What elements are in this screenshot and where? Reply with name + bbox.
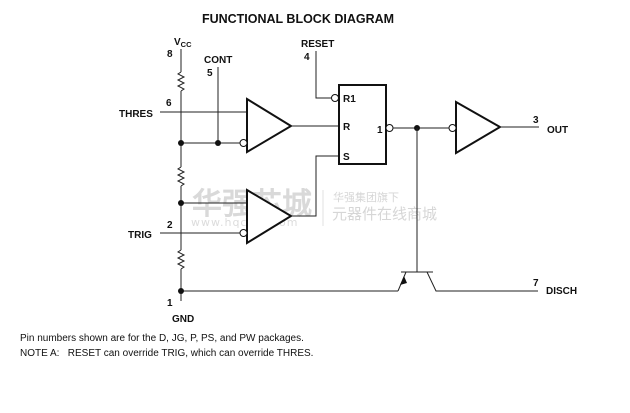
ff-input-r: R	[343, 122, 351, 133]
disch-label: DISCH	[546, 286, 577, 297]
gnd-pin-number: 1	[167, 298, 173, 309]
cont-pin-number: 5	[207, 68, 213, 79]
thres-pin-number: 6	[166, 98, 172, 109]
cont-label: CONT	[204, 55, 232, 66]
inversion-bubble	[239, 139, 248, 147]
package-note: Pin numbers shown are for the D, JG, P, …	[20, 333, 304, 344]
watermark-tagline: 华强集团旗下	[333, 190, 399, 204]
inversion-bubble	[385, 124, 394, 132]
inversion-bubble	[331, 94, 339, 102]
emitter-arrow-icon	[400, 276, 407, 285]
trig-pin-number: 2	[167, 220, 173, 231]
ff-output-label: 1	[377, 125, 383, 136]
disch-pin-number: 7	[533, 278, 539, 289]
ff-input-s: S	[343, 152, 350, 163]
watermark: 华强芯城 www.hqchip.com 华强集团旗下 元器件在线商城	[191, 187, 437, 229]
resistor-top	[176, 71, 186, 92]
reset-label: RESET	[301, 39, 334, 50]
thres-label: THRES	[119, 109, 153, 120]
trigger-comparator	[239, 188, 293, 245]
out-label: OUT	[547, 125, 568, 136]
threshold-comparator	[239, 97, 293, 154]
reset-pin-number: 4	[304, 52, 310, 63]
vcc-pin-number: 8	[167, 49, 173, 60]
out-pin-number: 3	[533, 115, 539, 126]
vcc-label: VCC	[174, 37, 192, 49]
resistor-bottom	[176, 249, 186, 270]
output-buffer	[448, 100, 502, 155]
junction-dot	[178, 200, 184, 206]
note-a: NOTE A: RESET can override TRIG, which c…	[20, 348, 313, 359]
resistor-divider	[176, 49, 186, 301]
discharge-transistor	[397, 271, 538, 292]
inversion-bubble	[448, 124, 457, 132]
watermark-subtitle: 元器件在线商城	[332, 205, 437, 223]
inversion-bubble	[239, 229, 248, 237]
flip-flop: R1 R S 1	[331, 84, 394, 165]
ff-input-r1: R1	[343, 94, 356, 105]
junction-dot	[178, 140, 184, 146]
junction-dot	[215, 140, 221, 146]
trig-label: TRIG	[128, 230, 152, 241]
junction-dot	[178, 288, 184, 294]
gnd-label: GND	[172, 314, 194, 325]
resistor-middle	[176, 166, 186, 187]
diagram-title: FUNCTIONAL BLOCK DIAGRAM	[202, 12, 394, 26]
